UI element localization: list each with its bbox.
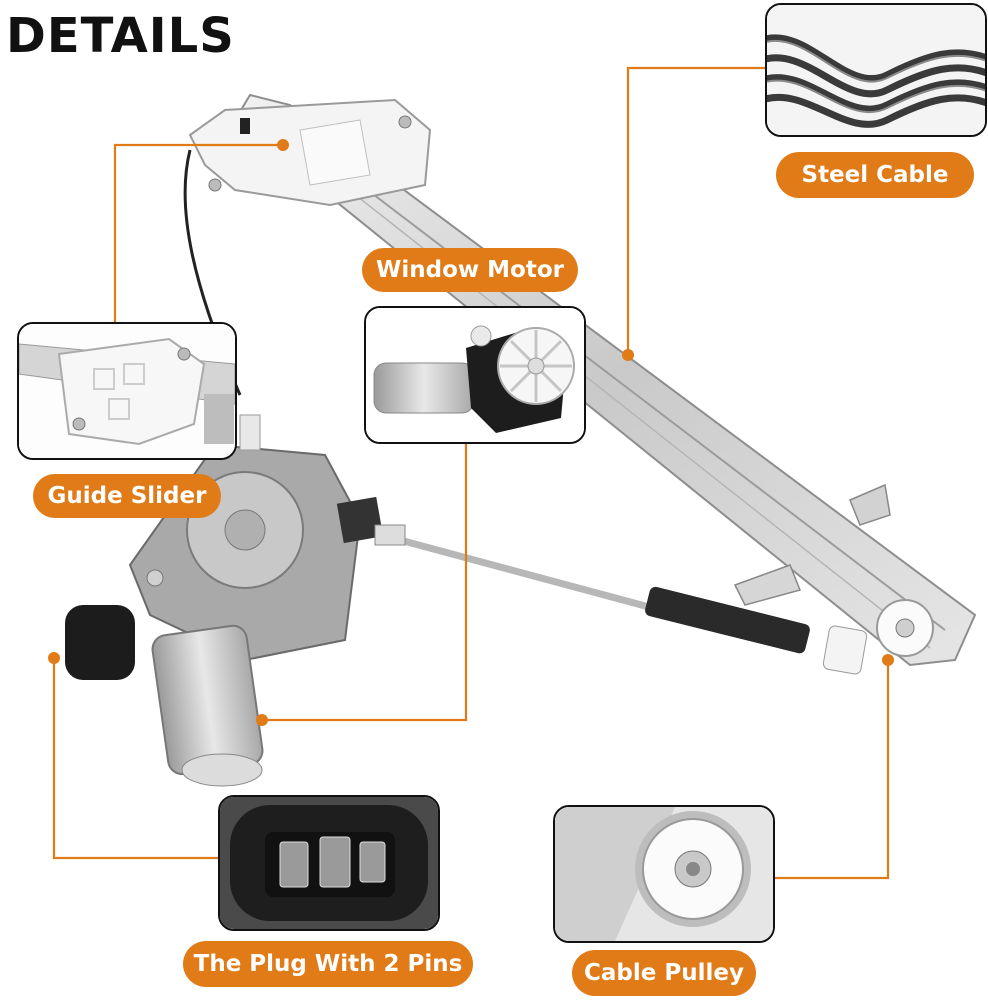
plug-label: The Plug With 2 Pins: [183, 941, 473, 987]
motor-assembly: [65, 414, 406, 787]
guide-slider-inset: [17, 322, 237, 460]
window-motor-inset: [364, 306, 586, 444]
steel-cable-inset: [765, 3, 987, 137]
cable-pulley-image: [555, 807, 773, 941]
window-motor-label: Window Motor: [362, 248, 578, 292]
callout-leader-lines: [52, 66, 890, 880]
page-title: DETAILS: [6, 8, 235, 64]
steel-cable-image: [767, 5, 985, 135]
steel-cable-label: Steel Cable: [776, 152, 974, 198]
guide-slider-label: Guide Slider: [33, 474, 221, 518]
plug-inset: [218, 795, 440, 931]
cable-pulley-label: Cable Pulley: [572, 950, 756, 996]
window-motor-image: [366, 308, 584, 442]
top-slider: [188, 98, 432, 207]
cable-pulley-inset: [553, 805, 775, 943]
callout-dots: [48, 139, 894, 726]
guide-slider-image: [19, 324, 235, 458]
plug-image: [220, 797, 438, 929]
